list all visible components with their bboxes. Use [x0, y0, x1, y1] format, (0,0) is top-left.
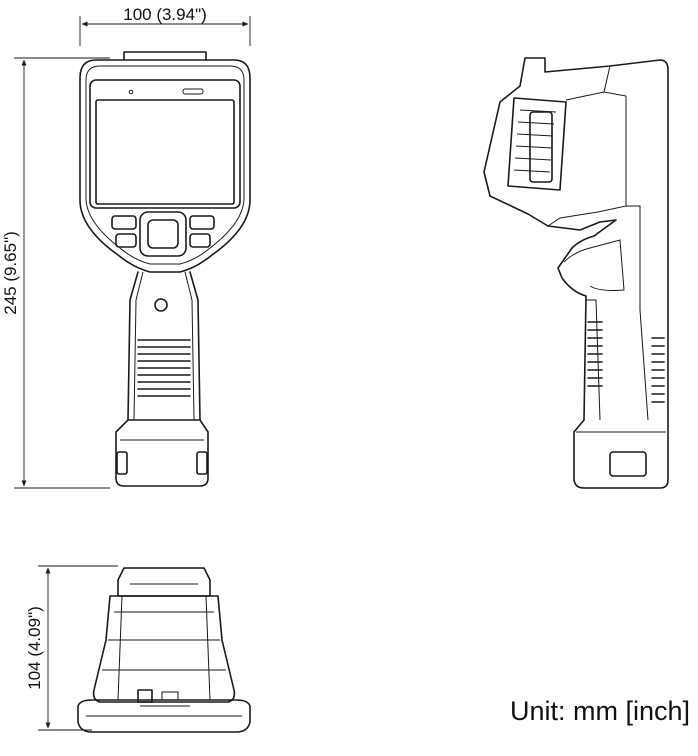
depth-label: 104 (4.09") [25, 606, 44, 690]
height-label: 245 (9.65") [1, 231, 20, 315]
width-dimension [79, 16, 251, 46]
height-dimension [14, 57, 110, 489]
front-grip-lines [137, 339, 191, 397]
side-grip-lines [587, 321, 665, 403]
depth-dimension [38, 565, 118, 731]
side-view [483, 57, 669, 489]
unit-label: Unit: mm [inch] [509, 696, 690, 726]
width-label: 100 (3.94") [123, 5, 207, 24]
bottom-view [77, 567, 251, 733]
front-view [79, 51, 251, 487]
